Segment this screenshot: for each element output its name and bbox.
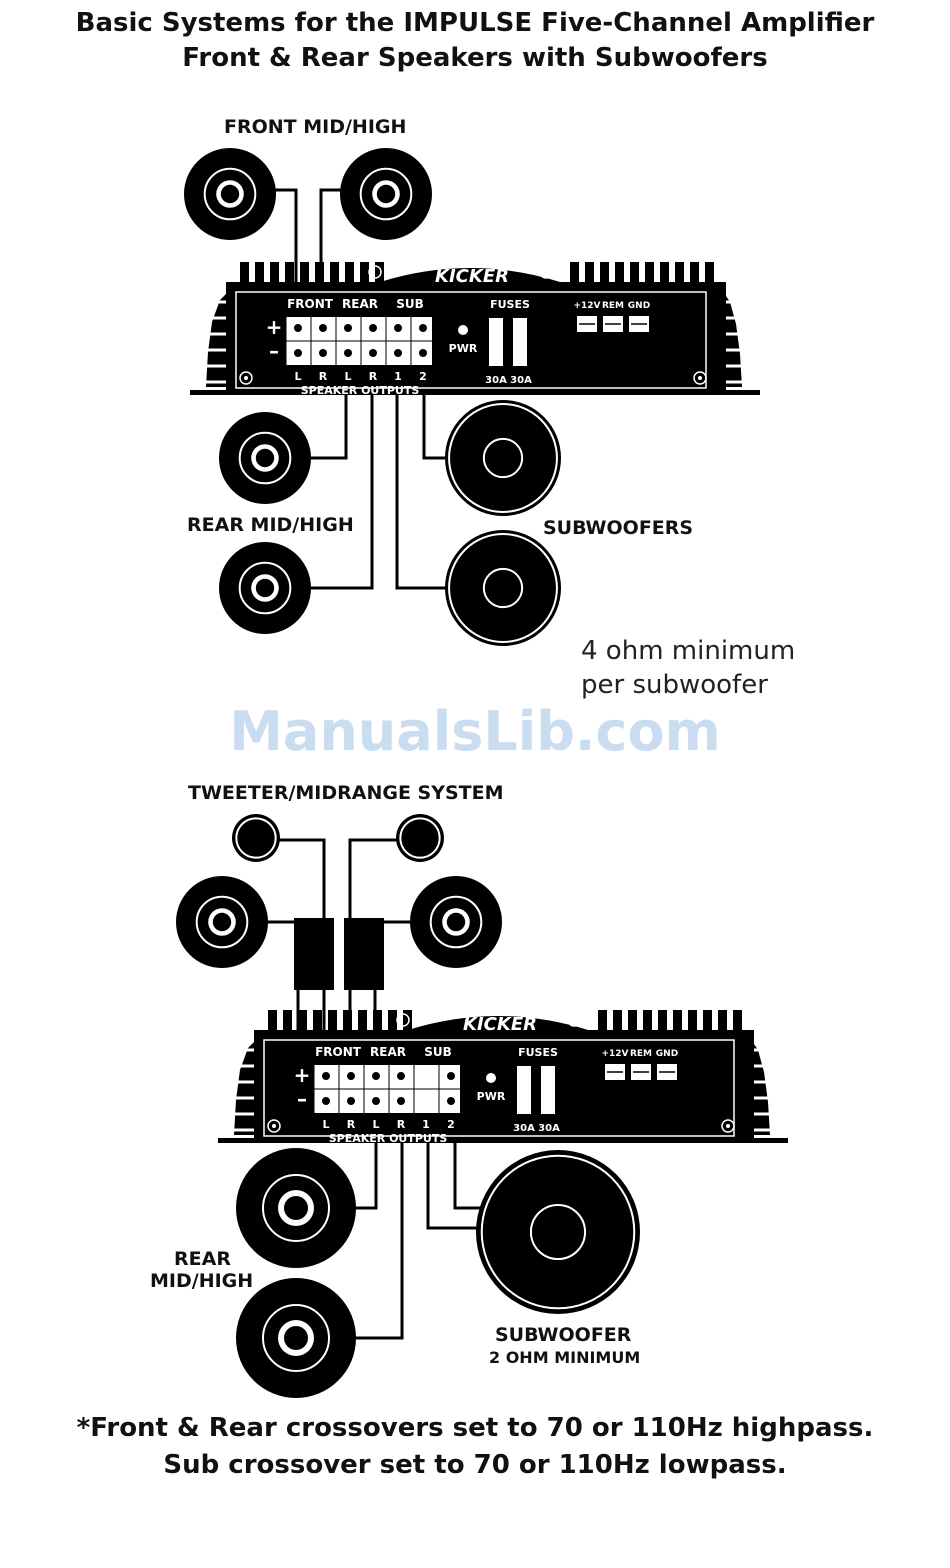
power-terminal-label: REM — [602, 301, 624, 311]
channel-label: L — [322, 1118, 329, 1131]
brand-logo: KICKER — [463, 1014, 537, 1035]
channel-label: R — [397, 1118, 406, 1131]
channel-label: 2 — [419, 370, 427, 383]
page-title-line2: Front & Rear Speakers with Subwoofers — [182, 43, 768, 73]
midrange-right — [410, 876, 502, 968]
channel-label: 2 — [447, 1118, 455, 1131]
channel-label: 1 — [394, 370, 402, 383]
crossover-right — [344, 918, 384, 990]
power-terminal-label: GND — [628, 301, 650, 311]
front-mid-high-label: FRONT MID/HIGH — [224, 116, 407, 138]
subwoofer-label: SUBWOOFER — [495, 1324, 632, 1346]
rear-mid-high-label: REAR MID/HIGH — [187, 514, 354, 536]
terminal-group-label: SUB — [424, 1045, 452, 1059]
fuse-1 — [489, 318, 503, 366]
channel-label: L — [344, 370, 351, 383]
watermark: ManualsLib.com — [229, 700, 721, 763]
brand-logo: KICKER — [435, 266, 509, 287]
terminal-group-label: FRONT — [315, 1045, 362, 1059]
subwoofer-2 — [445, 530, 561, 646]
power-led — [458, 325, 468, 335]
power-led — [486, 1073, 496, 1083]
impedance-note-line1: 4 ohm minimum — [581, 636, 796, 666]
tweeter-right — [396, 814, 444, 862]
fuse-2-rating: 30A — [510, 375, 532, 386]
minus-sign: – — [297, 1087, 307, 1111]
channel-label: 1 — [422, 1118, 430, 1131]
terminal-group-label: REAR — [342, 297, 378, 311]
channel-label: R — [319, 370, 328, 383]
rear-right-speaker-2 — [236, 1278, 356, 1398]
impedance-note-line2: per subwoofer — [581, 670, 768, 700]
terminal-group-label: REAR — [370, 1045, 406, 1059]
fuse-2 — [541, 1066, 555, 1114]
speaker-outputs-label: SPEAKER OUTPUTS — [301, 384, 420, 397]
tweeter-midrange-label: TWEETER/MIDRANGE SYSTEM — [188, 782, 504, 804]
fuse-2 — [513, 318, 527, 366]
channel-label: R — [369, 370, 378, 383]
fuse-1-rating: 30A — [485, 375, 507, 386]
rear-label-line1: REAR — [174, 1248, 231, 1270]
tweeter-left — [232, 814, 280, 862]
power-terminal-label: +12V — [601, 1049, 628, 1059]
channel-label: R — [347, 1118, 356, 1131]
plus-sign: + — [294, 1063, 311, 1087]
fuses-label: FUSES — [518, 1046, 558, 1059]
front-right-speaker — [340, 148, 432, 240]
footer-note-line1: *Front & Rear crossovers set to 70 or 11… — [76, 1413, 874, 1443]
front-left-speaker — [184, 148, 276, 240]
power-terminal-label: GND — [656, 1049, 678, 1059]
subwoofer-impedance-label: 2 OHM MINIMUM — [489, 1348, 641, 1367]
fuse-1-rating: 30A — [513, 1123, 535, 1134]
terminal-group-label: FRONT — [287, 297, 334, 311]
fuses-label: FUSES — [490, 298, 530, 311]
channel-label: L — [294, 370, 301, 383]
pwr-label: PWR — [449, 342, 478, 355]
crossover-left — [294, 918, 334, 990]
minus-sign: – — [269, 339, 279, 363]
power-terminal-label: REM — [630, 1049, 652, 1059]
footer-note-line2: Sub crossover set to 70 or 110Hz lowpass… — [163, 1450, 787, 1480]
page-title-line1: Basic Systems for the IMPULSE Five-Chann… — [75, 8, 875, 38]
subwoofers-label: SUBWOOFERS — [543, 517, 694, 539]
rear-label-line2: MID/HIGH — [150, 1270, 254, 1292]
midrange-left — [176, 876, 268, 968]
plus-sign: + — [266, 315, 283, 339]
rear-right-speaker — [219, 542, 311, 634]
rear-left-speaker-2 — [236, 1148, 356, 1268]
channel-label: L — [372, 1118, 379, 1131]
power-terminal-label: +12V — [573, 301, 600, 311]
speaker-outputs-label: SPEAKER OUTPUTS — [329, 1132, 448, 1145]
fuse-2-rating: 30A — [538, 1123, 560, 1134]
pwr-label: PWR — [477, 1090, 506, 1103]
rear-left-speaker — [219, 412, 311, 504]
fuse-1 — [517, 1066, 531, 1114]
rear-left-wire — [300, 390, 348, 460]
terminal-group-label: SUB — [396, 297, 424, 311]
subwoofer-single — [476, 1150, 640, 1314]
subwoofer-1 — [445, 400, 561, 516]
rear-right-wire — [300, 390, 374, 590]
